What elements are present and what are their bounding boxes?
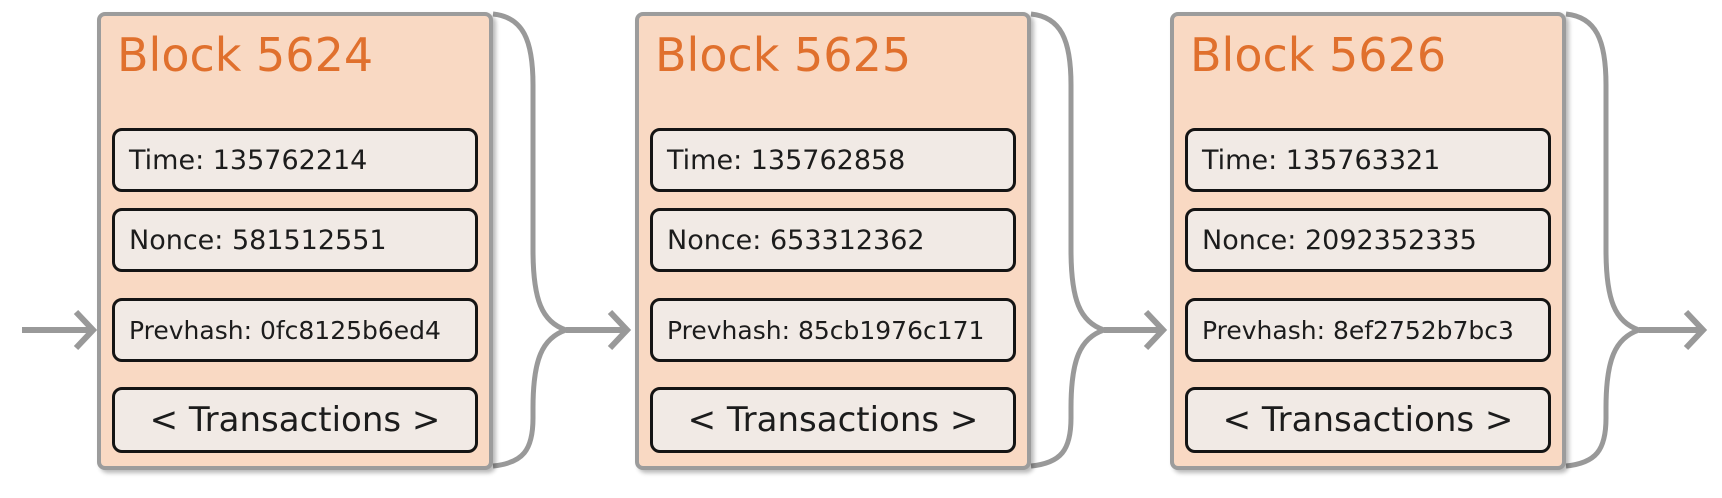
block-title: Block 5626	[1190, 28, 1447, 82]
prevhash-field: Prevhash: 85cb1976c171	[650, 298, 1016, 362]
block-title: Block 5624	[117, 28, 374, 82]
time-field: Time: 135763321	[1185, 128, 1551, 192]
nonce-field: Nonce: 581512551	[112, 208, 478, 272]
block-card-5624: Block 5624 Time: 135762214 Nonce: 581512…	[97, 12, 493, 470]
prevhash-field-label: Prevhash: 8ef2752b7bc3	[1202, 315, 1514, 345]
nonce-field-label: Nonce: 2092352335	[1202, 224, 1477, 256]
arrow-right-icon	[73, 309, 98, 351]
incoming-hash-arrow	[22, 309, 98, 351]
nonce-field: Nonce: 653312362	[650, 208, 1016, 272]
block-title: Block 5625	[655, 28, 912, 82]
prevhash-field: Prevhash: 0fc8125b6ed4	[112, 298, 478, 362]
arrow-right-icon	[607, 309, 632, 351]
transactions-box: < Transactions >	[650, 387, 1016, 453]
time-field: Time: 135762858	[650, 128, 1016, 192]
time-field-label: Time: 135763321	[1202, 144, 1441, 176]
time-field-label: Time: 135762858	[667, 144, 906, 176]
nonce-field-label: Nonce: 653312362	[667, 224, 925, 256]
hash-brace-icon	[1565, 11, 1647, 469]
hash-connector-2	[1030, 11, 1168, 469]
outgoing-hash-arrow	[1565, 11, 1708, 469]
prevhash-field: Prevhash: 8ef2752b7bc3	[1185, 298, 1551, 362]
arrow-right-icon	[1143, 309, 1168, 351]
transactions-label: < Transactions >	[149, 400, 441, 440]
transactions-label: < Transactions >	[687, 400, 979, 440]
block-card-5626: Block 5626 Time: 135763321 Nonce: 209235…	[1170, 12, 1566, 470]
hash-connector-1	[492, 11, 632, 469]
transactions-label: < Transactions >	[1222, 400, 1514, 440]
time-field: Time: 135762214	[112, 128, 478, 192]
nonce-field: Nonce: 2092352335	[1185, 208, 1551, 272]
hash-brace-icon	[1030, 11, 1112, 469]
prevhash-field-label: Prevhash: 0fc8125b6ed4	[129, 315, 441, 345]
transactions-box: < Transactions >	[112, 387, 478, 453]
arrow-right-icon	[1683, 309, 1708, 351]
block-card-5625: Block 5625 Time: 135762858 Nonce: 653312…	[635, 12, 1031, 470]
prevhash-field-label: Prevhash: 85cb1976c171	[667, 315, 985, 345]
hash-brace-icon	[492, 11, 574, 469]
nonce-field-label: Nonce: 581512551	[129, 224, 387, 256]
transactions-box: < Transactions >	[1185, 387, 1551, 453]
time-field-label: Time: 135762214	[129, 144, 368, 176]
